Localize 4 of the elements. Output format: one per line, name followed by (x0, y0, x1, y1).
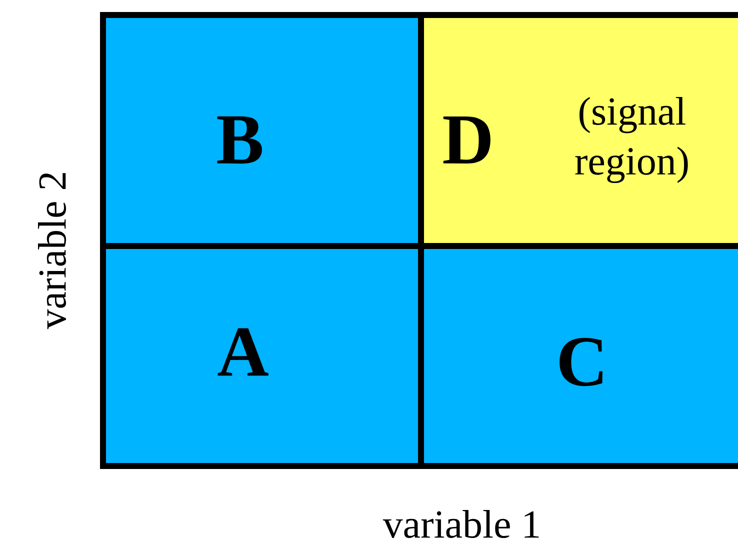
axis-label: variable 1 (382, 510, 539, 538)
axis-label: variable 2 (38, 173, 66, 330)
region-box: A (100, 243, 424, 469)
region-box: C (418, 243, 738, 469)
